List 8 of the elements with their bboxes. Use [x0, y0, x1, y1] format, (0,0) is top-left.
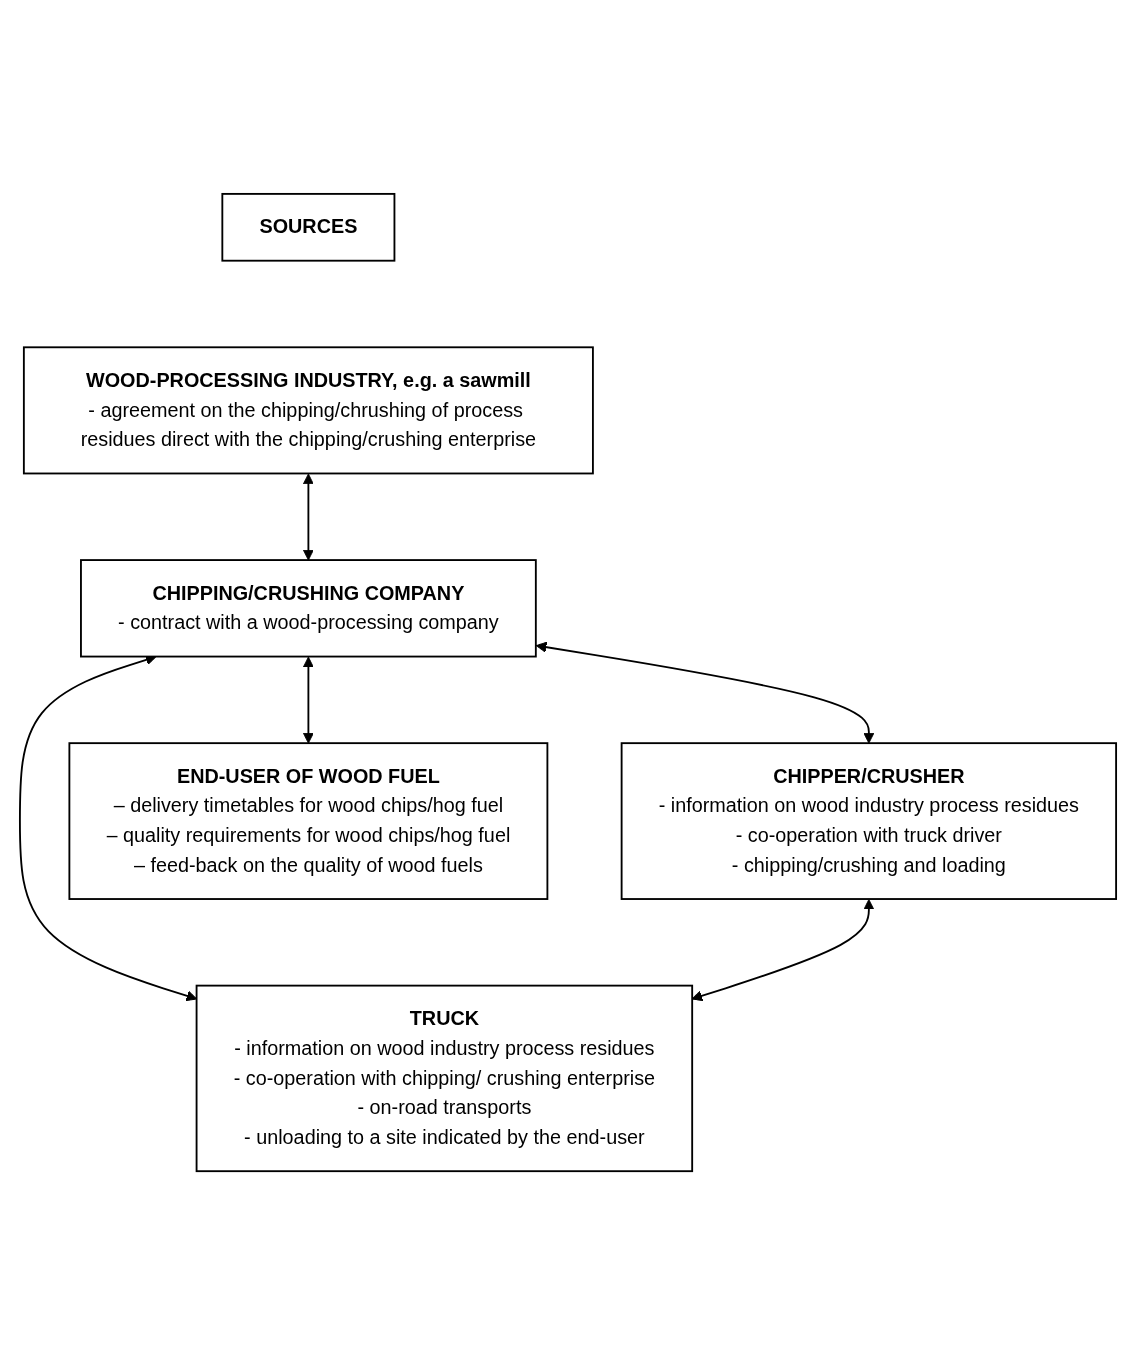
- arrow: [302, 657, 314, 745]
- node-box: CHIPPING/CRUSHING COMPANY - contract with a wood-processing company: [80, 559, 537, 658]
- node-box: CHIPPER/CRUSHER - information on wood industry process residues - co-operation with truck driver - chipping/crushing and loading: [620, 742, 1118, 901]
- node-box: END-USER OF WOOD FUEL – delivery timetables for wood chips/hog fuel – quality requirements for wood chips/hog fuel – feed-back on the quality of wood fuels: [68, 742, 549, 901]
- node-box: WOOD-PROCESSING INDUSTRY, e.g. a sawmill - agreement on the chipping/chrushing of process residues direct with the chipping/crushing enterprise: [22, 346, 594, 475]
- node-box: TRUCK - information on wood industry process residues - co-operation with chipping/ crushing enterprise - on-road transports - unloading to a site indicated by the end-user: [195, 985, 694, 1173]
- node-box: SOURCES: [221, 193, 396, 263]
- arrow: [302, 473, 314, 561]
